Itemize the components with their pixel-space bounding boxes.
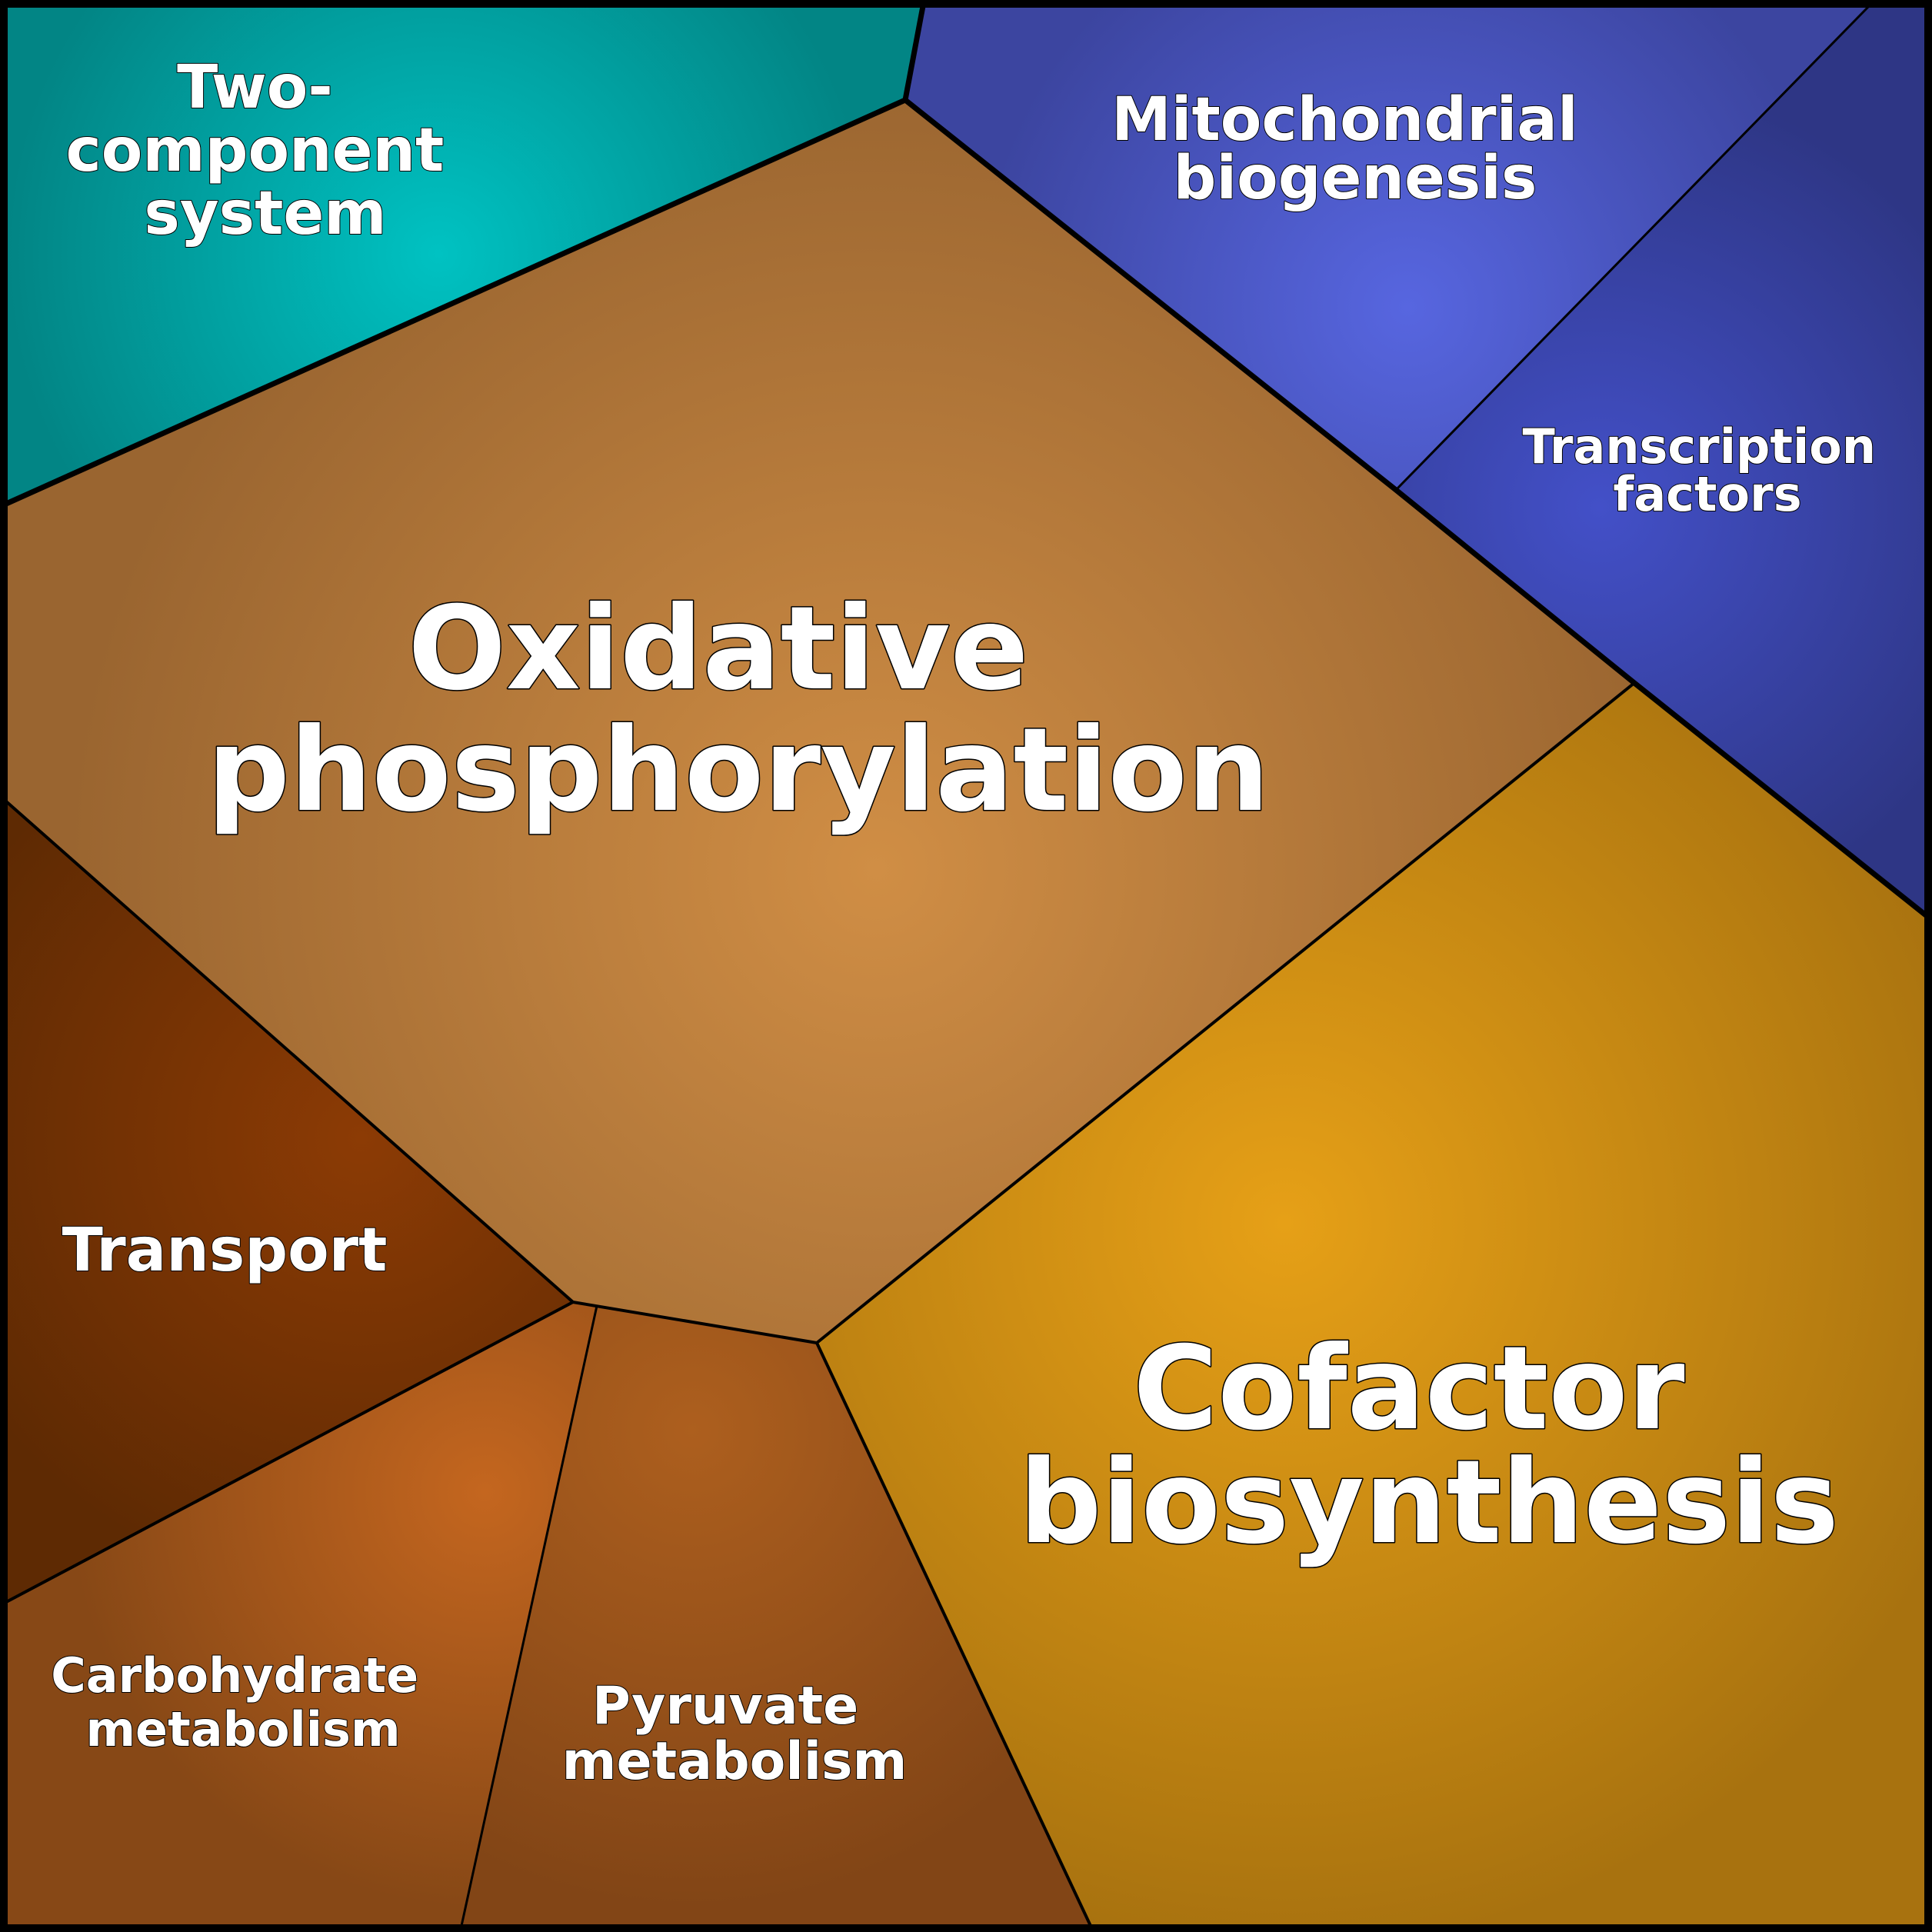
border-pyruvate-cofactor [815,1342,1092,1927]
label-line: metabolism [85,1701,400,1757]
border-carb-pyruvate [460,1305,598,1927]
cell-pyruvate-metabolism[interactable] [461,1306,1091,1926]
label-line: component [66,116,445,185]
label-line: Oxidative [408,582,1028,716]
label-transcription-factors: Transcription factors [1522,418,1892,522]
label-line: Pyruvate [592,1676,858,1737]
cell-transcription-factors[interactable] [1396,6,1926,915]
cell-transport[interactable] [6,801,573,1602]
label-line: metabolism [562,1731,908,1792]
label-line: Carbohydrate [51,1647,418,1704]
label-line: biogenesis [1174,144,1537,213]
border-twocomp-mito [902,5,926,101]
label-cofactor-biosynthesis: Cofactor biosynthesis [1019,1322,1839,1570]
label-line: Two- [177,53,333,122]
cell-carbohydrate-metabolism[interactable] [6,1302,597,1926]
label-line: biosynthesis [1019,1436,1839,1570]
label-two-component-system: Two- component system [66,53,465,248]
cell-mitochondrial-biogenesis[interactable] [905,6,1869,490]
label-line: system [144,179,386,248]
label-line: Cofactor [1133,1322,1684,1456]
label-carbohydrate-metabolism: Carbohydrate metabolism [51,1647,435,1757]
cell-cofactor-biosynthesis[interactable] [817,683,1926,1926]
label-line: Mitochondrial [1111,85,1578,155]
cell-oxidative-phosphorylation[interactable] [6,100,1634,1343]
label-line: factors [1613,466,1801,522]
cell-two-component-system[interactable] [6,6,923,504]
border-oxphos-lower [5,681,1636,1344]
label-pyruvate-metabolism: Pyruvate metabolism [562,1676,908,1792]
label-transport: Transport [62,1216,388,1285]
label-mitochondrial-biogenesis: Mitochondrial biogenesis [1111,85,1599,213]
cells [6,6,1926,1926]
border-mito-tf [1394,5,1870,491]
label-line: Transcription [1522,418,1876,475]
label-oxidative-phosphorylation: Oxidative phosphorylation [207,582,1269,838]
label-line: Transport [62,1216,388,1285]
cell-labels: Oxidative phosphorylation Cofactor biosy… [50,52,1892,1793]
border-transport-carb [5,1301,574,1604]
label-line: phosphorylation [207,704,1269,838]
